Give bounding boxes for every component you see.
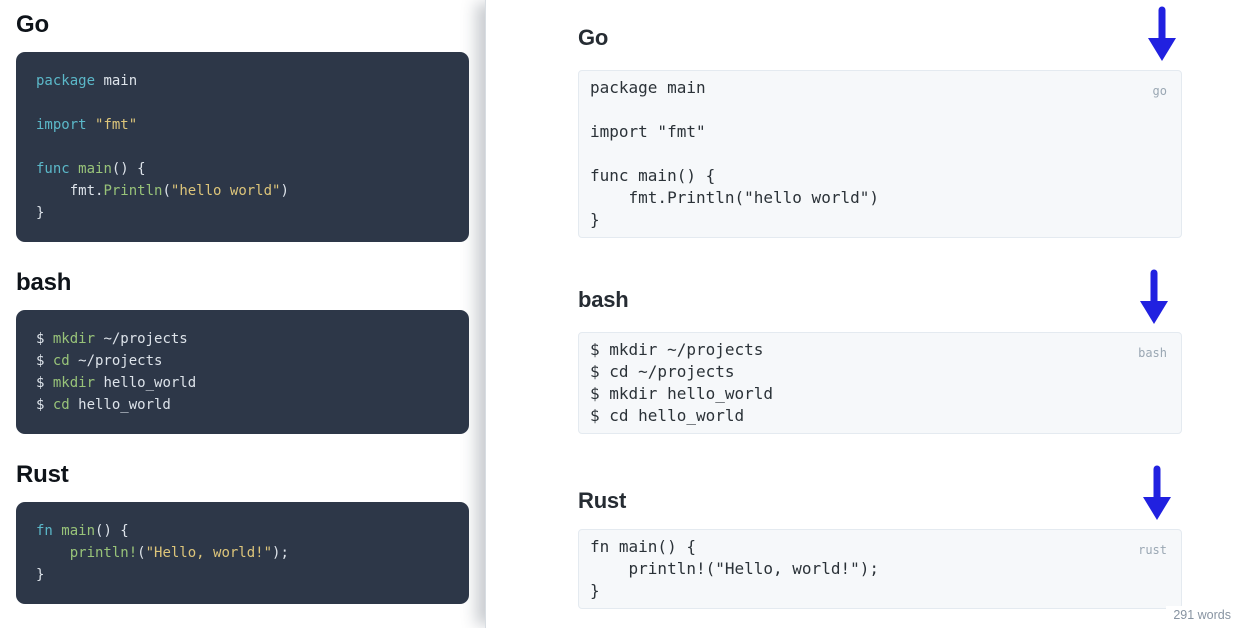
code-line <box>36 136 449 158</box>
section-heading-go: Go <box>16 11 49 38</box>
code-line: } <box>590 210 600 229</box>
code-line: } <box>36 567 45 583</box>
preview-section-go: Go go package main import "fmt" func main()… <box>578 26 1182 238</box>
editor-section-rust: Rust fn main() { println!("Hello, world!… <box>16 462 485 604</box>
code-line: $ mkdir hello_world <box>36 375 197 391</box>
code-line: $ cd hello_world <box>590 406 745 425</box>
code-block-rust-light: rust fn main() { println!("Hello, world!"… <box>578 529 1182 609</box>
code-line: package main <box>36 73 138 89</box>
code-block-bash-light: bash $ mkdir ~/projects $ cd ~/projects $ m… <box>578 332 1182 434</box>
word-count: 291 words <box>1166 606 1232 624</box>
code-line: $ cd ~/projects <box>36 353 163 369</box>
code-line: import "fmt" <box>590 122 706 141</box>
preview-content: Go go package main import "fmt" func main()… <box>578 26 1182 609</box>
code-line: $ cd hello_world <box>36 397 171 413</box>
code-line <box>590 143 1170 165</box>
preview-heading-go: Go <box>578 25 609 50</box>
annotation-arrow-down-go <box>1145 5 1179 63</box>
code-line: $ cd ~/projects <box>590 362 735 381</box>
code-line: println!("Hello, world!"); <box>590 559 879 578</box>
annotation-arrow-down-rust <box>1140 464 1174 522</box>
preview-section-bash: bash bash $ mkdir ~/projects $ cd ~/projec… <box>578 288 1182 434</box>
editor-pane[interactable]: Go package main import "fmt" func main() {… <box>0 0 485 628</box>
preview-heading-rust: Rust <box>578 488 627 513</box>
preview-pane[interactable]: Go go package main import "fmt" func main()… <box>485 0 1235 628</box>
code-line: $ mkdir hello_world <box>590 384 774 403</box>
code-line: fn main() { <box>36 523 129 539</box>
annotation-arrow-down-bash <box>1137 268 1171 326</box>
code-line: $ mkdir ~/projects <box>36 331 188 347</box>
language-tag-rust: rust <box>1138 543 1167 557</box>
language-tag-go: go <box>1152 84 1167 98</box>
section-heading-rust: Rust <box>16 461 69 488</box>
code-line: import "fmt" <box>36 117 138 133</box>
code-line: $ mkdir ~/projects <box>590 340 764 359</box>
code-line: } <box>36 205 45 221</box>
editor-section-go: Go package main import "fmt" func main() {… <box>16 12 485 242</box>
code-line: fmt.Println("hello world") <box>36 183 289 199</box>
preview-section-rust: Rust rust fn main() { println!("Hello, wo… <box>578 489 1182 609</box>
preview-heading-bash: bash <box>578 287 629 312</box>
code-block-go-dark: package main import "fmt" func main() { fm… <box>16 52 469 242</box>
code-line <box>36 92 449 114</box>
code-block-rust-dark: fn main() { println!("Hello, world!");} <box>16 502 469 604</box>
language-tag-bash: bash <box>1138 346 1167 360</box>
code-line: fmt.Println("hello world") <box>590 188 879 207</box>
code-line: fn main() { <box>590 537 696 556</box>
editor-section-bash: bash $ mkdir ~/projects$ cd ~/projects$ … <box>16 270 485 434</box>
code-block-bash-dark: $ mkdir ~/projects $ cd ~/projects $ mkdir… <box>16 310 469 434</box>
code-line: func main() { <box>590 166 716 185</box>
code-line <box>590 99 1170 121</box>
section-heading-bash: bash <box>16 269 72 296</box>
code-line: } <box>590 581 600 600</box>
code-line: func main() { <box>36 161 146 177</box>
code-line: println!("Hello, world!"); <box>69 545 289 561</box>
code-line: package main <box>590 78 706 97</box>
